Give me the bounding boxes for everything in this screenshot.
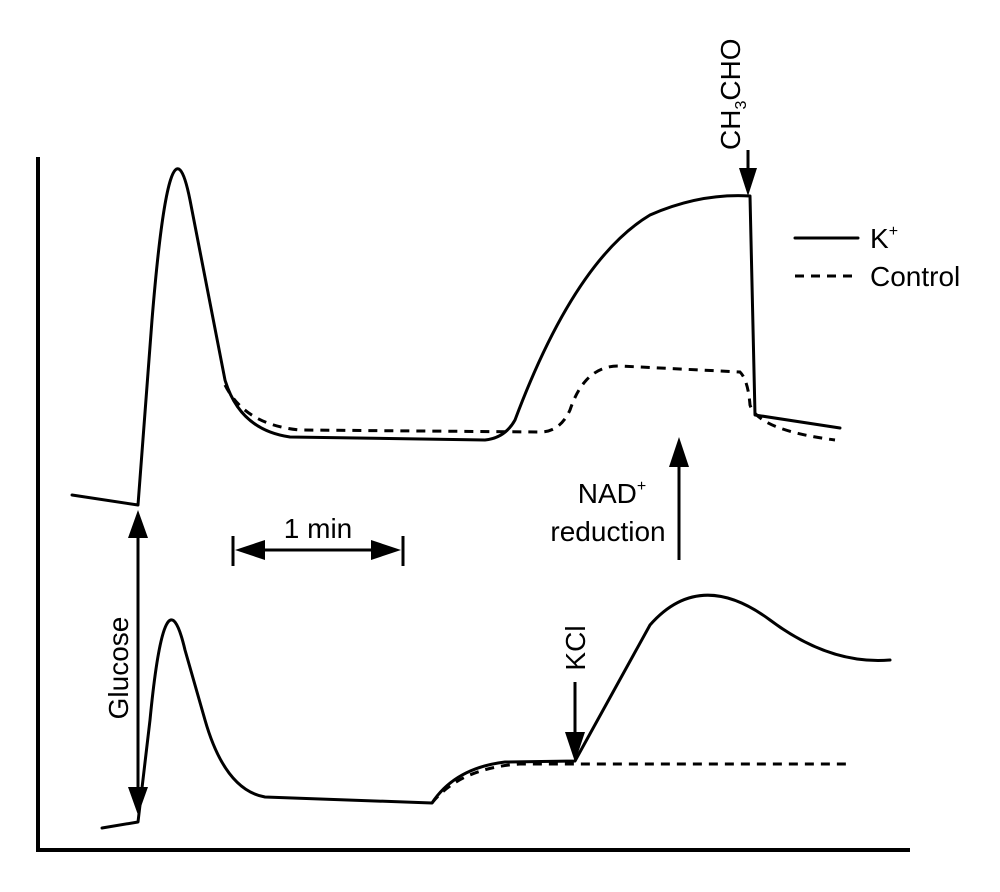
ch3cho-arrow-head	[739, 168, 757, 196]
time-scale-label: 1 min	[284, 513, 352, 544]
ch3cho-label: CH3CHO	[715, 38, 750, 150]
ch3cho-arrow	[739, 150, 757, 196]
time-scale-arrow-left	[235, 540, 265, 560]
time-scale-bar	[231, 536, 405, 566]
glucose-arrow	[128, 510, 148, 815]
legend-k-plus-label: K+	[870, 223, 898, 254]
ch3cho-label-main: CH	[715, 110, 746, 150]
nad-label: NAD+	[578, 478, 646, 509]
legend-k-plus-sup: +	[889, 223, 898, 240]
kcl-arrow	[565, 682, 585, 762]
lower-trace-control	[430, 762, 850, 804]
glucose-arrow-head-up	[128, 510, 148, 538]
upper-trace-k-plus	[70, 167, 842, 507]
nad-reduction-label: reduction	[550, 516, 665, 547]
nad-label-main: NAD	[578, 478, 637, 509]
ch3cho-label-sub: 3	[733, 101, 750, 110]
nad-reduction-arrow-head	[669, 437, 689, 467]
legend: K+ Control	[793, 223, 960, 292]
kcl-label: KCl	[560, 625, 591, 670]
glucose-arrow-head-down	[128, 787, 148, 815]
nad-reduction-arrow	[669, 437, 689, 560]
legend-k-plus-main: K	[870, 223, 889, 254]
upper-trace-control	[223, 364, 836, 442]
kcl-arrow-head	[565, 732, 585, 762]
time-scale-arrow-right	[371, 540, 401, 560]
legend-control-label: Control	[870, 261, 960, 292]
glucose-label: Glucose	[103, 617, 134, 720]
nad-label-sup: +	[637, 478, 646, 495]
ch3cho-label-tail: CHO	[715, 38, 746, 100]
lower-trace-k-plus	[100, 593, 892, 830]
